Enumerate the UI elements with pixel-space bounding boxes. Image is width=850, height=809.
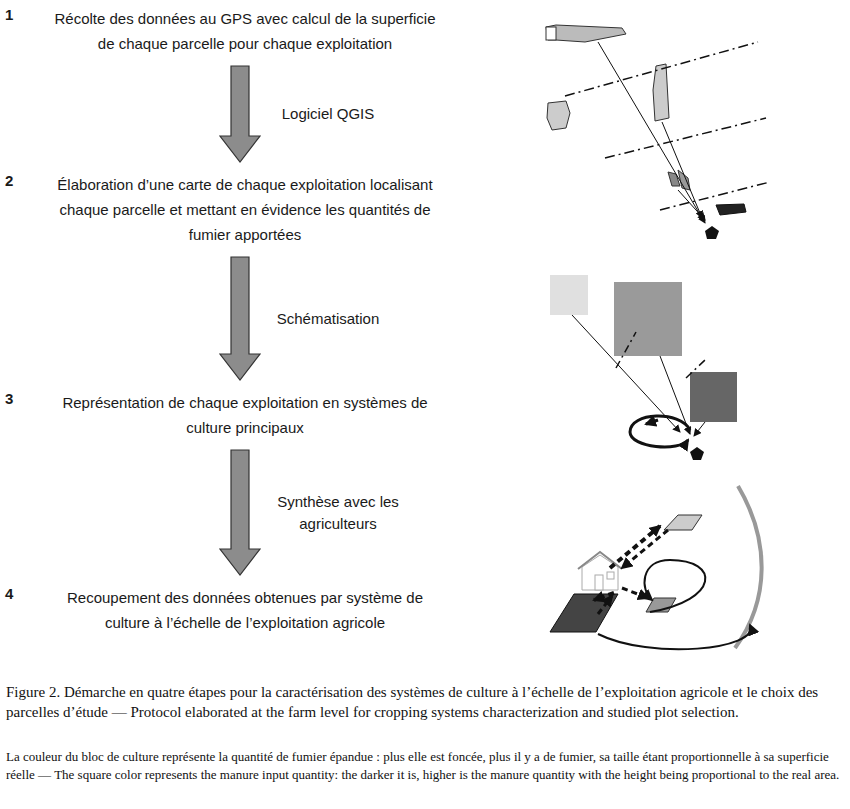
arrow-label: Schématisation bbox=[268, 308, 388, 330]
parcel-map bbox=[546, 25, 770, 239]
step-block: 4Recoupement des données obtenues par sy… bbox=[0, 585, 490, 635]
step-number: 2 bbox=[5, 172, 13, 189]
step-number: 1 bbox=[5, 6, 13, 23]
step-text: Recoupement des données obtenues par sys… bbox=[0, 585, 490, 635]
caption-note: La couleur du bloc de culture représente… bbox=[6, 748, 844, 784]
step-text: Élaboration d’une carte de chaque exploi… bbox=[0, 172, 490, 247]
step-number: 4 bbox=[5, 585, 13, 602]
block-arrow bbox=[220, 257, 260, 380]
schematic-squares bbox=[550, 275, 737, 460]
step-block: 2Élaboration d’une carte de chaque explo… bbox=[0, 172, 490, 247]
arrow-label: Logiciel QGIS bbox=[268, 103, 388, 125]
step-text: Représentation de chaque exploitation en… bbox=[0, 390, 490, 440]
step-block: 1Récolte des données au GPS avec calcul … bbox=[0, 6, 490, 56]
step-number: 3 bbox=[5, 390, 13, 407]
step-text: Récolte des données au GPS avec calcul d… bbox=[0, 6, 490, 56]
block-arrow bbox=[220, 450, 260, 575]
step-block: 3Représentation de chaque exploitation e… bbox=[0, 390, 490, 440]
farm-synthesis bbox=[550, 486, 762, 649]
arrow-label: Synthèse avec les agriculteurs bbox=[268, 491, 408, 535]
block-arrow bbox=[220, 66, 260, 162]
figure-caption: Figure 2. Démarche en quatre étapes pour… bbox=[6, 682, 844, 722]
